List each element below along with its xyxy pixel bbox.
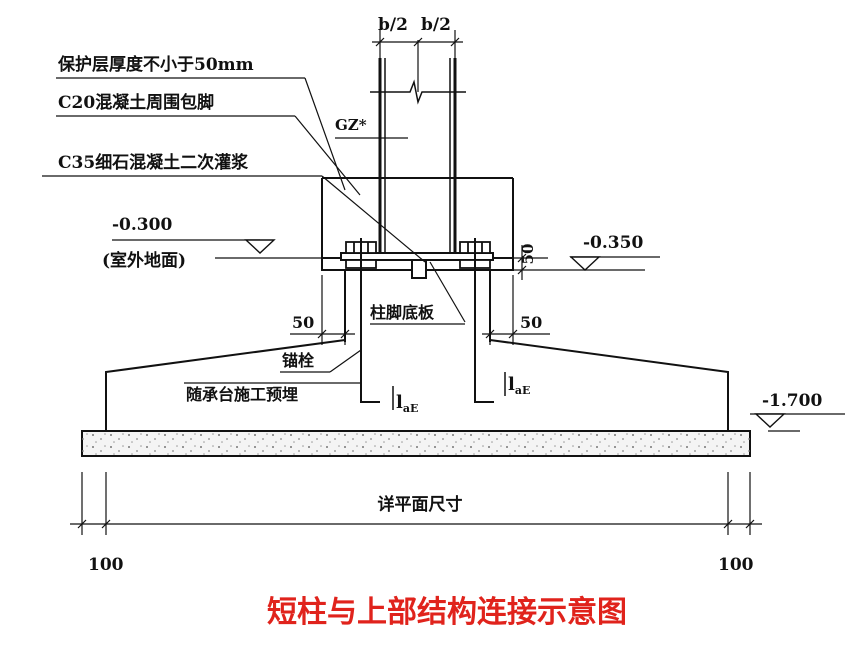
grout-label: C35细石混凝土二次灌浆 [58,152,249,173]
cover-leader [304,77,346,191]
gz-label: GZ* [335,116,367,134]
outdoor-ground-label: (室外地面) [102,250,186,271]
base-plate-leader [429,261,466,323]
b-half-right-label: b/2 [421,15,451,35]
dim-100-right-label: 100 [718,555,754,575]
dim-50-left-label: 50 [292,313,314,332]
base-plate-label: 柱脚底板 [370,303,435,322]
pile-cap-outline [105,339,729,431]
encasement-label: C20混凝土周围包脚 [58,92,214,113]
cap-elevation-triangle [754,413,786,428]
pile-cap-top-edge [344,340,491,342]
right-50-dimension [482,275,550,345]
dim-50-vertical-label: 50 [519,244,537,265]
b-half-left-label: b/2 [378,15,408,35]
anchor-bolts [360,238,494,403]
blinding-layer [81,430,751,457]
lae-right-label: laE [508,374,530,397]
right-vertical-dimension [513,245,580,280]
grout-leader [321,175,426,263]
cap-elevation-label: -1.700 [762,391,822,411]
base-plate [340,252,494,261]
diagram-title: 短柱与上部结构连接示意图 [267,595,627,630]
shear-key [411,259,427,279]
anchor-bolt-leader [329,349,362,373]
plan-dimension [70,472,762,535]
right-elevation-triangle [569,256,601,271]
outdoor-elevation-triangle [244,239,276,254]
embed-note-label: 随承台施工预埋 [186,385,298,404]
left-50-dimension [290,275,355,345]
outdoor-elevation-label: -0.300 [112,215,172,235]
b-half-dimension [372,30,463,75]
dim-50-right-label: 50 [520,313,542,332]
cover-thickness-label: 保护层厚度不小于50mm [57,54,254,75]
right-elevation-label: -0.350 [583,233,643,253]
plan-size-label: 详平面尺寸 [378,494,463,515]
anchor-bolt-label: 锚栓 [282,351,315,370]
lae-left-label: laE [396,392,418,415]
encasement-leader [294,115,361,196]
dim-100-left-label: 100 [88,555,124,575]
